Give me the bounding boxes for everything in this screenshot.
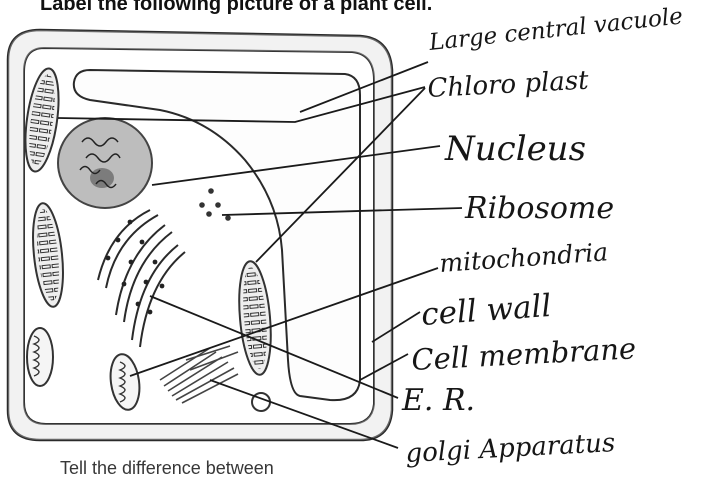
mitochondrion-2: [107, 352, 143, 411]
label-mitochondria: mitochondria: [438, 237, 609, 278]
label-large-central-vacuole: Large central vacuole: [427, 3, 684, 56]
mitochondrion-1: [27, 328, 53, 386]
label-golgi-apparatus: golgi Apparatus: [405, 428, 616, 469]
chloroplast-3: [235, 260, 275, 376]
label-er: E. R.: [401, 383, 475, 418]
label-cell-membrane: Cell membrane: [411, 331, 637, 377]
nucleolus: [90, 168, 114, 188]
endoplasmic-reticulum: [98, 210, 185, 347]
nucleus: [58, 118, 152, 208]
golgi-apparatus: [160, 346, 238, 403]
ribosomes: [199, 188, 231, 221]
label-chloroplast: Chloro plast: [427, 66, 590, 104]
label-ribosome: Ribosome: [464, 191, 614, 226]
label-cell-wall: cell wall: [420, 288, 552, 333]
label-nucleus: Nucleus: [444, 129, 586, 169]
chloroplast-2: [29, 202, 68, 308]
